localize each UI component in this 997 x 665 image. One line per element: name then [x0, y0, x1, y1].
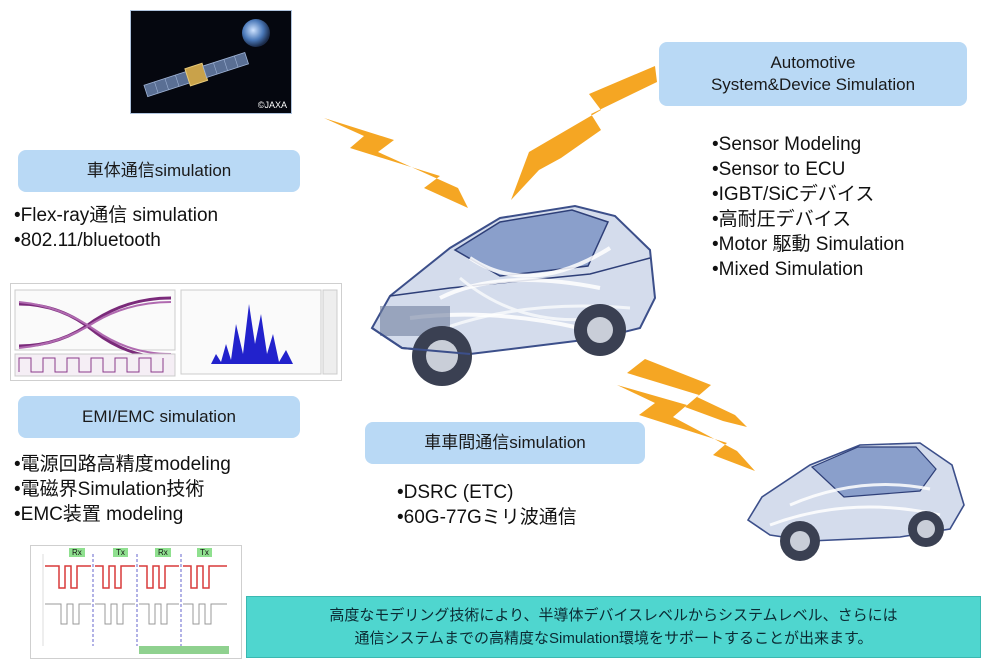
signal-arrow-satellite [324, 118, 468, 208]
body-comm-label: 車体通信simulation [18, 150, 300, 192]
list-item: Flex-ray通信 simulation [14, 203, 218, 228]
list-item: 802.11/bluetooth [14, 228, 218, 253]
eye-diagram-thumbnail [10, 283, 342, 381]
body-comm-list: Flex-ray通信 simulation 802.11/bluetooth [14, 203, 218, 253]
list-item: 高耐圧デバイス [712, 207, 905, 232]
signal-arrow-body [511, 66, 657, 200]
list-item: 電磁界Simulation技術 [14, 477, 231, 502]
rx-tx-waveform-thumbnail: Rx Tx Rx Tx [30, 545, 242, 659]
waveform-label-tx: Tx [113, 548, 128, 557]
list-item: IGBT/SiCデバイス [712, 182, 905, 207]
small-car-illustration [746, 442, 965, 561]
list-item: Motor 駆動 Simulation [712, 232, 905, 257]
device-list: Sensor Modeling Sensor to ECU IGBT/SiCデバ… [712, 132, 905, 282]
summary-line1: 高度なモデリング技術により、半導体デバイスレベルからシステムレベル、さらには [329, 607, 898, 624]
waveform-label-tx: Tx [197, 548, 212, 557]
list-item: 60G-77Gミリ波通信 [397, 505, 577, 530]
automotive-label-line2: System&Device Simulation [710, 75, 916, 94]
main-car-illustration [370, 204, 657, 386]
list-item: EMC装置 modeling [14, 502, 231, 527]
satellite-image: ©JAXA [130, 10, 292, 114]
emi-list: 電源回路高精度modeling 電磁界Simulation技術 EMC装置 mo… [14, 452, 231, 527]
waveform-label-rx: Rx [69, 548, 85, 557]
list-item: DSRC (ETC) [397, 480, 577, 505]
list-item: Mixed Simulation [712, 257, 905, 282]
summary-note: 高度なモデリング技術により、半導体デバイスレベルからシステムレベル、さらには 通… [246, 596, 981, 658]
list-item: Sensor to ECU [712, 157, 905, 182]
signal-arrow-v2v [617, 359, 755, 471]
summary-line2: 通信システムまでの高精度なSimulation環境をサポートすることが出来ます。 [354, 630, 873, 647]
automotive-simulation-label: Automotive System&Device Simulation [659, 42, 967, 106]
waveform-label-rx: Rx [155, 548, 171, 557]
emi-emc-label: EMI/EMC simulation [18, 396, 300, 438]
automotive-label-line1: Automotive [770, 53, 856, 72]
list-item: 電源回路高精度modeling [14, 452, 231, 477]
v2v-comm-label: 車車間通信simulation [365, 422, 645, 464]
jaxa-credit: ©JAXA [257, 100, 287, 110]
v2v-list: DSRC (ETC) 60G-77Gミリ波通信 [397, 480, 577, 530]
list-item: Sensor Modeling [712, 132, 905, 157]
